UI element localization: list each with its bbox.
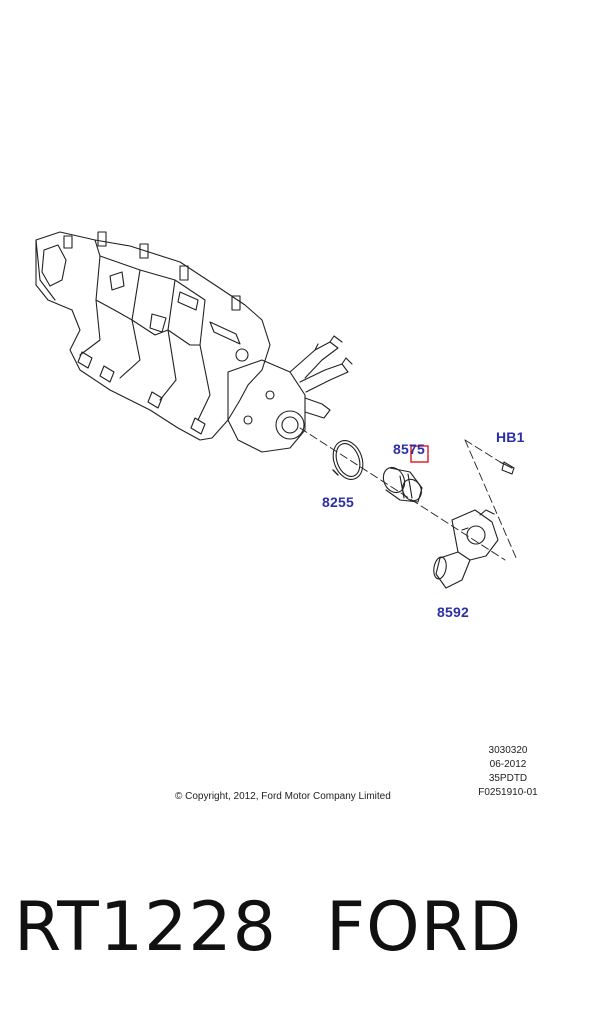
drawing-ref-line: 06-2012 [489,759,527,770]
copyright-notice: © Copyright, 2012, Ford Motor Company Li… [175,791,391,802]
callout-seal-ring: 8255 [322,494,354,510]
part-number: RT1228 [14,888,277,967]
drawing-ref-line: F0251910-01 [478,787,538,798]
parts-diagram [35,231,518,589]
thermostat-drawing [382,466,423,503]
callout-thermostat: 8575 [393,441,425,457]
seal-ring-drawing [332,440,364,480]
brand-name: FORD [326,888,523,967]
thermostat-housing-drawing [433,509,499,589]
drawing-reference-block: 3030320 06-2012 35PDTD F0251910-01 [460,744,556,800]
bolt-drawing [499,461,515,475]
drawing-ref-line: 3030320 [488,745,528,756]
callout-bolt: HB1 [496,429,525,445]
drawing-ref-line: 35PDTD [488,773,528,784]
callout-housing: 8592 [437,604,469,620]
intake-manifold-drawing [35,231,353,453]
highlight-box [410,445,429,463]
